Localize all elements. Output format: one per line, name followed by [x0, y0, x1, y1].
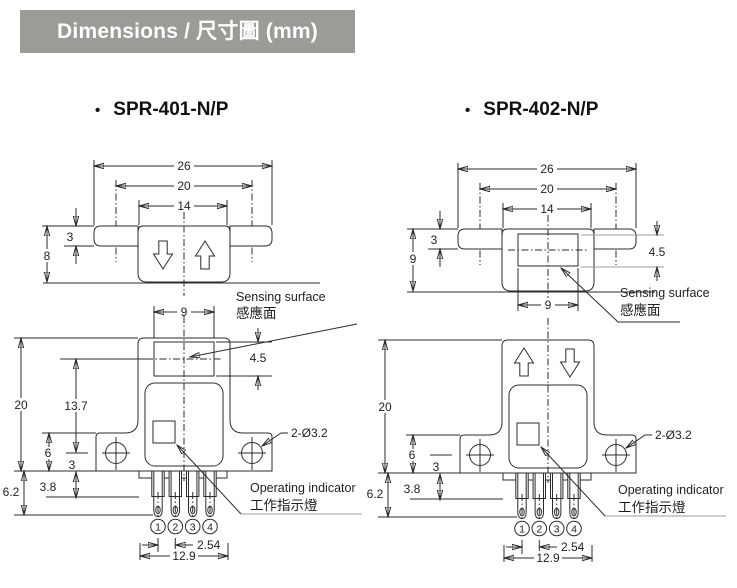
dim-hole-span: 20 — [177, 179, 191, 193]
sensor-body-front — [459, 339, 637, 474]
section-header: Dimensions / 尺寸圖 (mm) — [20, 10, 355, 53]
pin-number-4: 4 — [571, 523, 577, 535]
dim-overall-width: 26 — [177, 159, 191, 173]
operating-indicator-label-en: Operating indicator — [618, 483, 724, 497]
pin-number-3: 3 — [190, 521, 196, 533]
pin-number-1: 1 — [519, 523, 525, 535]
dim-overall-width: 26 — [540, 162, 554, 176]
mounting-tab-right — [229, 225, 273, 247]
dim-pin-pitch: 2.54 — [561, 540, 585, 554]
model-name-401: SPR-401-N/P — [113, 99, 229, 120]
dim-body-width: 14 — [177, 199, 191, 213]
operating-indicator-label-zh: 工作指示燈 — [618, 500, 686, 515]
dim-pin-step: 3.8 — [404, 482, 421, 496]
model-name-402: SPR-402-N/P — [483, 99, 599, 120]
dim-tab-thickness: 3 — [431, 233, 438, 247]
pin-numbers: 1 2 3 4 — [514, 520, 582, 537]
pin-base — [138, 471, 228, 479]
dim-sensing-height: 4.5 — [250, 351, 267, 365]
bullet-icon: • — [465, 101, 471, 119]
sensor-body-front — [95, 337, 273, 472]
operating-indicator-label-zh: 工作指示燈 — [250, 498, 318, 513]
dim-mounting-holes: 2-Ø3.2 — [291, 426, 328, 440]
dim-sensing-center-offset: 13.7 — [64, 399, 88, 413]
dim-body-depth: 8 — [44, 249, 51, 263]
pin-number-2: 2 — [172, 521, 178, 533]
pin-base — [502, 473, 592, 481]
spr-402-top-view: 26 20 14 4.5 — [406, 162, 710, 323]
dim-flange-height: 6 — [45, 446, 52, 460]
pin-number-3: 3 — [554, 523, 560, 535]
pin-number-1: 1 — [155, 521, 161, 533]
dim-overall-height: 20 — [378, 400, 392, 414]
arrow-up-icon — [513, 347, 535, 377]
pin-number-4: 4 — [207, 521, 213, 533]
mounting-tab-left — [457, 228, 503, 250]
dim-sensing-width: 9 — [181, 305, 188, 319]
dim-body-depth: 9 — [410, 252, 417, 266]
dim-hole-center-offset: 3 — [433, 460, 440, 474]
dim-flange-height: 6 — [409, 448, 416, 462]
dim-pin-step: 3.8 — [40, 480, 57, 494]
dim-hole-span: 20 — [540, 182, 554, 196]
sensing-surface-label-en: Sensing surface — [236, 290, 326, 304]
dim-body-width: 14 — [540, 202, 554, 216]
pin-numbers: 1 2 3 4 — [150, 518, 218, 535]
operating-indicator-window — [516, 422, 540, 446]
dim-pin-row-width: 12.9 — [536, 551, 560, 565]
bullet-icon: • — [95, 101, 101, 119]
mounting-tab-left — [93, 225, 139, 247]
arrow-down-icon — [152, 240, 174, 270]
spr-402-front-view: 20 6 3 2-Ø3.2 3.8 6.2 — [367, 318, 726, 565]
model-title-spr-402: • SPR-402-N/P — [465, 99, 598, 121]
dim-pin-length: 6.2 — [367, 487, 384, 501]
dim-tab-thickness: 3 — [67, 230, 74, 244]
dim-pin-length: 6.2 — [3, 485, 20, 499]
dim-sensing-width: 9 — [545, 298, 552, 312]
spr-401-front-view: 9 4.5 20 13.7 6 3 — [3, 290, 362, 563]
arrow-up-icon — [194, 240, 216, 270]
mounting-tab-right — [593, 228, 637, 250]
dim-pin-row-width: 12.9 — [172, 549, 196, 563]
arrow-down-icon — [559, 348, 581, 378]
dim-mounting-holes: 2-Ø3.2 — [655, 428, 692, 442]
operating-indicator-label-en: Operating indicator — [250, 481, 356, 495]
dim-overall-height: 20 — [14, 398, 28, 412]
dim-hole-center-offset: 3 — [69, 458, 76, 472]
spr-401-top-view: 26 20 14 3 8 — [40, 159, 320, 296]
model-title-spr-401: • SPR-401-N/P — [95, 99, 228, 121]
sensing-surface-label-en: Sensing surface — [620, 286, 710, 300]
dim-sensing-height: 4.5 — [649, 245, 666, 259]
dim-pin-pitch: 2.54 — [197, 538, 221, 552]
sensing-surface-label-zh: 感應面 — [620, 302, 661, 318]
sensing-surface-label-zh: 感應面 — [236, 305, 277, 321]
section-title: Dimensions / 尺寸圖 (mm) — [57, 20, 318, 43]
front-recess — [144, 382, 224, 467]
operating-indicator-window — [152, 420, 176, 444]
front-recess — [508, 384, 588, 469]
pin-number-2: 2 — [536, 523, 542, 535]
